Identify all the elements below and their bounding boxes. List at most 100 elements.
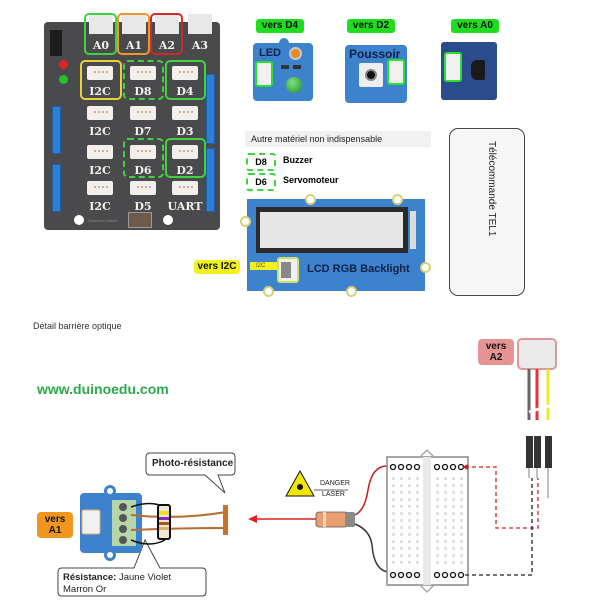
breadboard-hole bbox=[460, 498, 463, 501]
breadboard-hole bbox=[392, 519, 395, 522]
breadboard-hole bbox=[452, 484, 455, 487]
base-shield: A0 A1 A2 A3 I2C D8 D4 I2C D7 D3 I2C D6 D… bbox=[44, 13, 220, 230]
port-d5[interactable]: D5 bbox=[124, 177, 162, 215]
lcd-module: I2C LCD RGB Backlight bbox=[247, 199, 425, 291]
port-d2[interactable]: D2 bbox=[166, 141, 204, 179]
breadboard-hole bbox=[408, 491, 411, 494]
breadboard-hole bbox=[392, 477, 395, 480]
port-a1[interactable]: A1 bbox=[119, 14, 149, 54]
port-i2c-3[interactable]: I2C bbox=[81, 141, 119, 179]
breadboard-hole bbox=[392, 505, 395, 508]
website-link[interactable]: www.duinoedu.com bbox=[37, 381, 169, 397]
highlight-d6 bbox=[123, 138, 164, 178]
resistor-callout-colors: Jaune Violet Marron Or bbox=[63, 572, 172, 595]
laser-arrow-icon bbox=[248, 515, 257, 523]
breadboard-hole bbox=[416, 484, 419, 487]
breadboard-hole bbox=[408, 540, 411, 543]
port-a3[interactable]: A3 bbox=[185, 14, 215, 54]
port-i2c-4[interactable]: I2C bbox=[81, 177, 119, 215]
breadboard-rail-pin bbox=[397, 463, 405, 471]
breadboard-hole bbox=[452, 519, 455, 522]
breadboard-hole bbox=[416, 498, 419, 501]
breadboard-hole bbox=[444, 526, 447, 529]
breadboard-hole bbox=[416, 533, 419, 536]
breadboard-hole bbox=[408, 554, 411, 557]
breadboard-hole bbox=[408, 519, 411, 522]
breadboard-hole bbox=[444, 512, 447, 515]
breadboard-hole bbox=[392, 561, 395, 564]
breadboard-rail-pin bbox=[389, 463, 397, 471]
port-uart[interactable]: UART bbox=[166, 177, 204, 215]
breadboard-hole bbox=[408, 512, 411, 515]
breadboard-hole bbox=[444, 477, 447, 480]
ir-sensor-icon bbox=[471, 60, 485, 80]
breadboard-hole bbox=[400, 512, 403, 515]
highlight-d2 bbox=[165, 138, 206, 178]
breadboard-hole bbox=[436, 498, 439, 501]
breadboard-hole bbox=[452, 477, 455, 480]
breadboard-rail-pin bbox=[413, 463, 421, 471]
green-led-icon bbox=[286, 77, 302, 93]
breadboard-hole bbox=[392, 512, 395, 515]
breadboard-hole bbox=[452, 505, 455, 508]
breadboard-hole bbox=[460, 554, 463, 557]
ir-receiver-module bbox=[441, 42, 497, 100]
breadboard-hole bbox=[408, 561, 411, 564]
breadboard-grid bbox=[389, 463, 465, 579]
breadboard-hole bbox=[452, 554, 455, 557]
reset-switch bbox=[128, 212, 152, 228]
breadboard-hole bbox=[416, 512, 419, 515]
button-connector bbox=[387, 59, 405, 85]
breadboard-rail-pin bbox=[449, 463, 457, 471]
laser-warning-line2: LASER bbox=[322, 491, 345, 498]
optional-port-d8: D8 bbox=[246, 153, 276, 171]
pin-header-right-1 bbox=[206, 74, 215, 144]
led-label: LED bbox=[259, 47, 281, 59]
port-i2c-1[interactable]: I2C bbox=[81, 62, 119, 100]
remote-control: Télécommande TEL1 bbox=[449, 128, 525, 296]
breadboard-hole bbox=[444, 484, 447, 487]
breadboard-hole bbox=[460, 477, 463, 480]
breadboard-hole bbox=[452, 491, 455, 494]
port-a0[interactable]: A0 bbox=[86, 14, 116, 54]
resistor-callout-bold: Résistance: bbox=[63, 572, 117, 583]
lcd-screw-icon bbox=[263, 286, 274, 297]
breadboard-hole bbox=[436, 554, 439, 557]
smd-component bbox=[281, 65, 289, 69]
breadboard-hole bbox=[392, 533, 395, 536]
breadboard-hole bbox=[436, 547, 439, 550]
port-d7[interactable]: D7 bbox=[124, 102, 162, 140]
breadboard-hole bbox=[452, 547, 455, 550]
port-i2c-2[interactable]: I2C bbox=[81, 102, 119, 140]
breadboard-hole bbox=[408, 526, 411, 529]
lcd-screw-icon bbox=[305, 194, 316, 205]
breadboard-hole bbox=[392, 540, 395, 543]
breadboard-hole bbox=[408, 477, 411, 480]
port-d8[interactable]: D8 bbox=[124, 62, 162, 100]
breadboard-hole bbox=[460, 512, 463, 515]
tag-vers-d4: vers D4 bbox=[256, 19, 304, 33]
breadboard-rail-pin bbox=[449, 571, 457, 579]
port-d6[interactable]: D6 bbox=[124, 141, 162, 179]
breadboard-hole bbox=[416, 526, 419, 529]
laser-module bbox=[315, 511, 349, 528]
breadboard-hole bbox=[444, 554, 447, 557]
push-button-icon[interactable] bbox=[359, 63, 383, 87]
port-a2[interactable]: A2 bbox=[152, 14, 182, 54]
breadboard-rail-pin bbox=[441, 463, 449, 471]
breadboard-hole bbox=[444, 519, 447, 522]
port-d3[interactable]: D3 bbox=[166, 102, 204, 140]
port-d4[interactable]: D4 bbox=[166, 62, 204, 100]
breadboard-hole bbox=[452, 533, 455, 536]
lcd-display-frame bbox=[256, 207, 408, 253]
breadboard-hole bbox=[400, 505, 403, 508]
breadboard-hole bbox=[400, 526, 403, 529]
led-module: LED bbox=[253, 43, 313, 101]
breadboard-hole bbox=[416, 561, 419, 564]
breadboard-rail-pin bbox=[397, 571, 405, 579]
breadboard-hole bbox=[460, 491, 463, 494]
breadboard-hole bbox=[416, 477, 419, 480]
breadboard-hole bbox=[416, 519, 419, 522]
breadboard-rail-pin bbox=[413, 571, 421, 579]
